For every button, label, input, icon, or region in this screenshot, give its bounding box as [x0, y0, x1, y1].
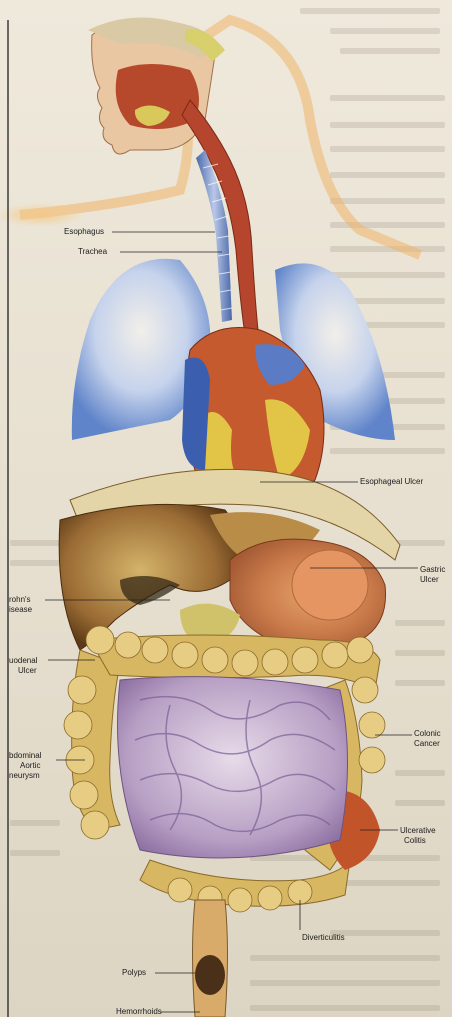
label-aneurysm-line2: Aortic	[20, 761, 40, 770]
label-duodenal-ulcer-line1: uodenal	[9, 656, 37, 665]
label-esophageal-ulcer: Esophageal Ulcer	[360, 477, 423, 486]
label-aneurysm-line1: bdominal	[9, 751, 41, 760]
label-gastric-ulcer-line2: Ulcer	[420, 575, 439, 584]
label-duodenal-ulcer-line2: Ulcer	[18, 666, 37, 675]
label-esophagus: Esophagus	[64, 227, 104, 236]
label-diverticulitis: Diverticulitis	[302, 933, 345, 942]
label-colonic-cancer-line2: Cancer	[414, 739, 440, 748]
label-ulcerative-colitis-line1: Ulcerative	[400, 826, 436, 835]
label-colonic-cancer-line1: Colonic	[414, 729, 441, 738]
label-ulcerative-colitis-line2: Colitis	[404, 836, 426, 845]
label-crohns-line2: isease	[9, 605, 32, 614]
label-gastric-ulcer-line1: Gastric	[420, 565, 445, 574]
label-polyps: Polyps	[122, 968, 146, 977]
label-crohns-line1: rohn's	[9, 595, 31, 604]
label-aneurysm-line3: neurysm	[9, 771, 40, 780]
label-trachea: Trachea	[78, 247, 107, 256]
label-hemorrhoids: Hemorrhoids	[116, 1007, 162, 1016]
